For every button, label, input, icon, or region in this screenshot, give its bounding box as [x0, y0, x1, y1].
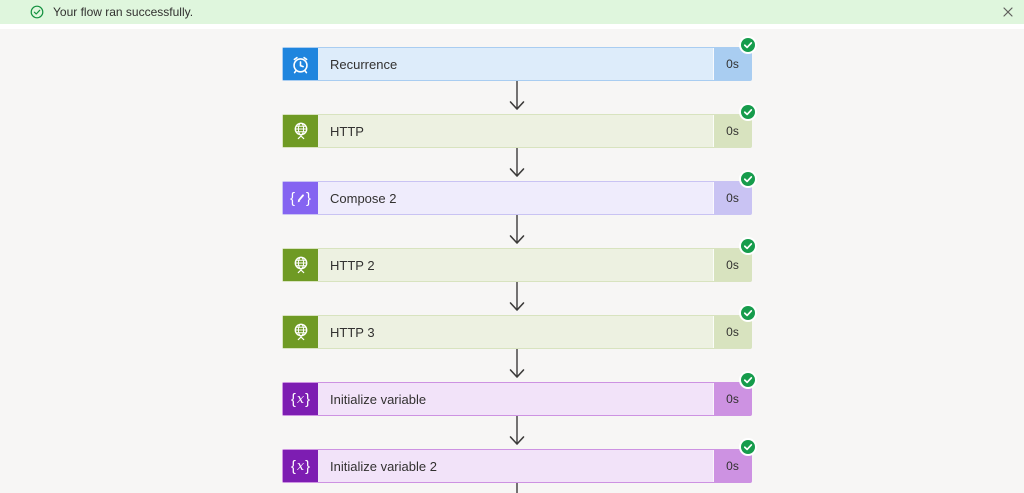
variable-braces-x-icon: {} {x} — [283, 383, 318, 415]
compose-braces-pencil-icon: {} {x} — [283, 182, 318, 214]
flow-node[interactable]: {} {x} Recurrence 0s — [282, 38, 755, 81]
node-duration: 0s — [726, 392, 739, 406]
node-duration-badge: 0s — [713, 115, 751, 147]
node-duration-badge: 0s — [713, 316, 751, 348]
flow-connector-arrow — [509, 416, 525, 449]
open-brace: { — [290, 390, 296, 408]
node-body: Recurrence — [318, 48, 713, 80]
success-check-icon — [741, 105, 755, 119]
success-check-icon — [741, 38, 755, 52]
success-check-icon — [741, 172, 755, 186]
close-brace: } — [305, 390, 311, 408]
flow-connector-stub — [509, 483, 525, 493]
flow-canvas: {} {x} Recurrence 0s — [0, 29, 1024, 493]
close-brace: } — [306, 189, 312, 207]
flow-node[interactable]: {} {x} HTTP 2 0s — [282, 239, 755, 282]
node-body: Initialize variable 2 — [318, 450, 713, 482]
node-duration: 0s — [726, 459, 739, 473]
success-check-icon — [741, 239, 755, 253]
flow-node[interactable]: {} {x} Initialize variable 0s — [282, 373, 755, 416]
banner-success-check-icon — [30, 5, 44, 19]
flow-connector-arrow — [509, 282, 525, 315]
banner-message: Your flow ran successfully. — [53, 5, 194, 19]
http-globe-icon: {} {x} — [283, 316, 318, 348]
flow-node[interactable]: {} {x} Initialize variable 2 0s — [282, 440, 755, 483]
node-body: HTTP — [318, 115, 713, 147]
success-check-icon — [741, 440, 755, 454]
node-duration-badge: 0s — [713, 48, 751, 80]
variable-x: x — [296, 391, 305, 407]
node-duration: 0s — [726, 57, 739, 71]
node-label: HTTP 2 — [330, 257, 375, 273]
notification-banner: Your flow ran successfully. — [0, 0, 1024, 24]
close-brace: } — [305, 457, 311, 475]
node-body: HTTP 2 — [318, 249, 713, 281]
node-label: Recurrence — [330, 56, 398, 72]
node-body: HTTP 3 — [318, 316, 713, 348]
flow-node[interactable]: {} {x} HTTP 0s — [282, 105, 755, 148]
flow-node[interactable]: {} {x} Compose 2 0s — [282, 172, 755, 215]
success-check-icon — [741, 373, 755, 387]
flow-connector-arrow — [509, 148, 525, 181]
node-label: HTTP — [330, 123, 364, 139]
node-label: HTTP 3 — [330, 324, 375, 340]
node-duration: 0s — [726, 325, 739, 339]
node-duration: 0s — [726, 124, 739, 138]
variable-x: x — [296, 458, 305, 474]
node-body: Compose 2 — [318, 182, 713, 214]
http-globe-icon: {} {x} — [283, 249, 318, 281]
node-duration-badge: 0s — [713, 383, 751, 415]
recurrence-clock-icon: {} {x} — [283, 48, 318, 80]
flow-connector-arrow — [509, 81, 525, 114]
node-label: Initialize variable — [330, 391, 427, 407]
close-icon[interactable] — [1000, 4, 1016, 20]
node-duration-badge: 0s — [713, 450, 751, 482]
node-duration: 0s — [726, 258, 739, 272]
success-check-icon — [741, 306, 755, 320]
flow-connector-arrow — [509, 349, 525, 382]
flow-connector-arrow — [509, 215, 525, 248]
http-globe-icon: {} {x} — [283, 115, 318, 147]
node-body: Initialize variable — [318, 383, 713, 415]
node-duration-badge: 0s — [713, 249, 751, 281]
flow-column: {} {x} Recurrence 0s — [282, 38, 755, 493]
open-brace: { — [290, 457, 296, 475]
node-label: Compose 2 — [330, 190, 397, 206]
node-label: Initialize variable 2 — [330, 458, 437, 474]
flow-node[interactable]: {} {x} HTTP 3 0s — [282, 306, 755, 349]
node-duration: 0s — [726, 191, 739, 205]
open-brace: { — [289, 189, 295, 207]
node-duration-badge: 0s — [713, 182, 751, 214]
variable-braces-x-icon: {} {x} — [283, 450, 318, 482]
